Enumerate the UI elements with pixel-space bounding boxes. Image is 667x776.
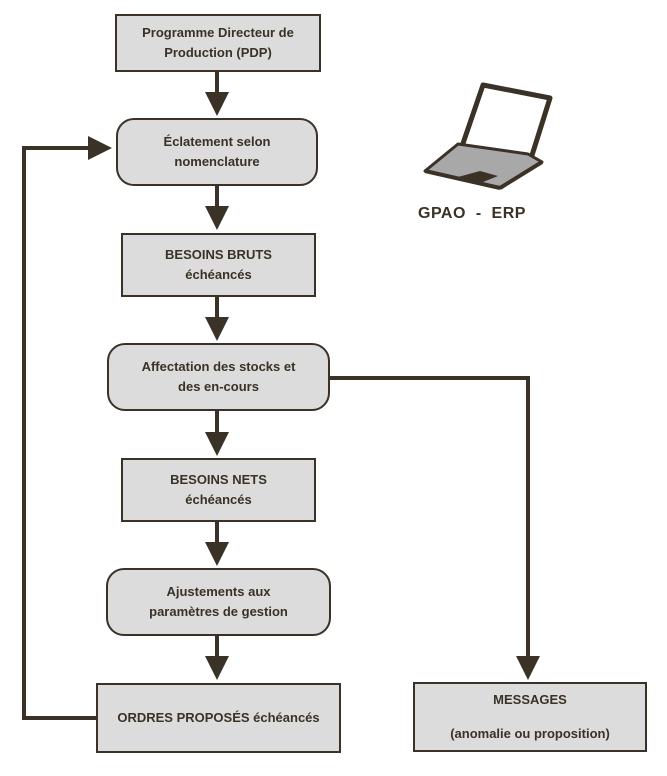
arrow-affectation-to-messages — [330, 376, 540, 680]
system-label: GPAO - ERP — [418, 205, 526, 222]
node-affectation: Affectation des stocks et des en-cours — [107, 343, 330, 411]
node-besoins-bruts: BESOINS BRUTS échéancés — [121, 233, 316, 297]
node-besoins-bruts-line1: BESOINS BRUTS — [165, 247, 272, 262]
node-eclatement-line2: nomenclature — [174, 154, 260, 169]
node-messages-line1: MESSAGES — [493, 692, 567, 707]
node-pdp-line1: Programme Directeur de — [142, 25, 294, 40]
node-ajustements: Ajustements aux paramètres de gestion — [106, 568, 331, 636]
node-ajustements-line2: paramètres de gestion — [149, 604, 288, 619]
node-messages: MESSAGES (anomalie ou proposition) — [413, 682, 647, 752]
node-eclatement: Éclatement selon nomenclature — [116, 118, 318, 186]
node-affectation-line2: des en-cours — [178, 379, 259, 394]
node-pdp: Programme Directeur de Production (PDP) — [115, 14, 321, 72]
node-besoins-nets-line1: BESOINS NETS — [170, 472, 267, 487]
laptop-icon — [423, 82, 553, 190]
node-pdp-line2: Production (PDP) — [164, 45, 272, 60]
feedback-loop-ordres-to-eclatement — [22, 136, 112, 720]
node-besoins-bruts-line2: échéancés — [185, 267, 252, 282]
node-messages-line2: (anomalie ou proposition) — [450, 726, 610, 741]
node-affectation-line1: Affectation des stocks et — [141, 359, 296, 374]
node-ordres-line1: ORDRES PROPOSÉS échéancés — [117, 710, 320, 725]
node-besoins-nets: BESOINS NETS échéancés — [121, 458, 316, 522]
node-besoins-nets-line2: échéancés — [185, 492, 252, 507]
node-eclatement-line1: Éclatement selon — [163, 134, 271, 149]
node-ordres: ORDRES PROPOSÉS échéancés — [96, 683, 341, 753]
node-ajustements-line1: Ajustements aux — [166, 584, 271, 599]
